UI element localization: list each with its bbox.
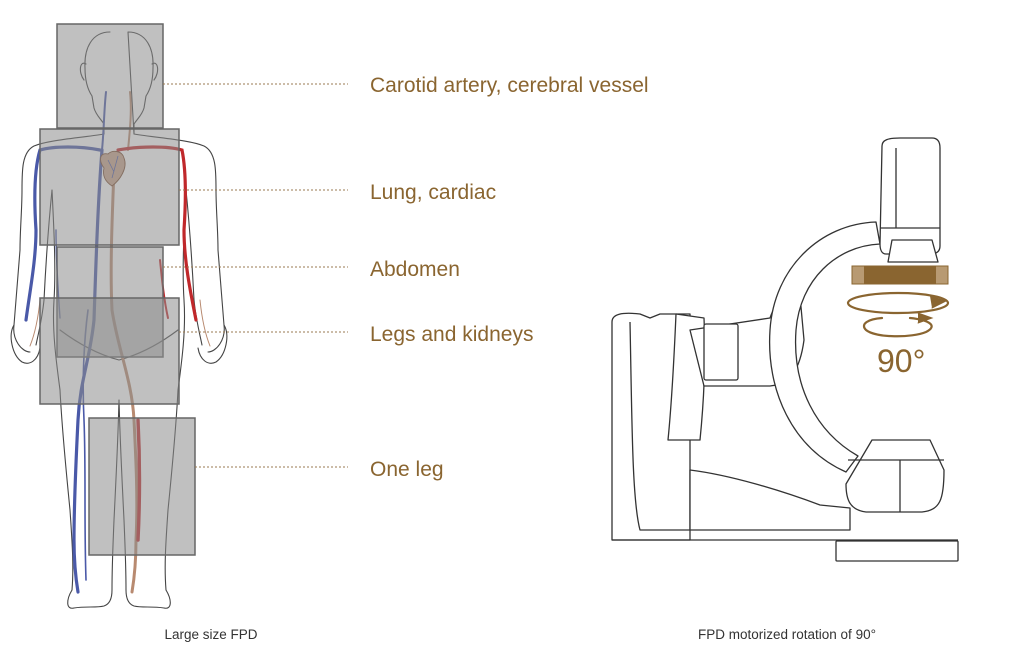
c-arc [768,221,881,473]
rotation-angle-label: 90° [877,343,925,379]
rotation-arrows-icon [846,291,950,338]
fpd-panel [851,265,949,285]
label-abdomen: Abdomen [370,258,460,281]
fov-box-legs-kidneys [39,297,180,405]
x-ray-tube [845,439,945,513]
fov-box-lung [39,128,180,246]
c-arm-illustration [611,137,959,562]
leader-lines [163,83,348,468]
label-legs-kidneys: Legs and kidneys [370,323,533,346]
caption-fpd-rotation: FPD motorized rotation of 90° [698,627,876,642]
fov-box-carotid [56,23,164,129]
c-arm-floor-plate [835,540,959,562]
fov-boxes [39,23,196,556]
fov-box-one-leg [88,417,196,556]
label-one-leg: One leg [370,458,444,481]
label-lung-cardiac: Lung, cardiac [370,181,496,204]
caption-large-size-fpd: Large size FPD [164,627,257,642]
fpd-housing [879,137,941,255]
label-carotid: Carotid artery, cerebral vessel [370,74,649,97]
